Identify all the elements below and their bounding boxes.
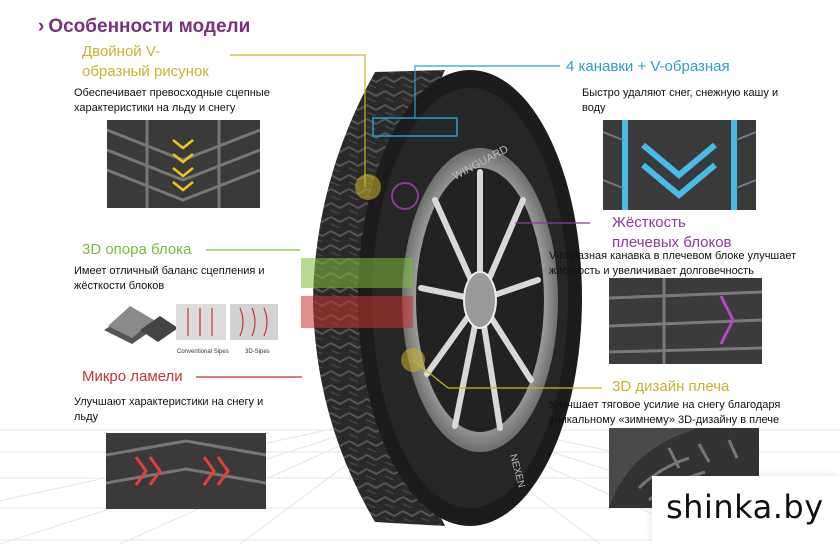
feature-shoulder-3d-description: Улучшает тяговое усилие на снегу благода…: [549, 399, 781, 426]
feature-v-pattern-description: Обеспечивает превосходные сцепные характ…: [74, 87, 270, 114]
3d-sipes-caption: 3D-Sipes: [245, 349, 270, 355]
feature-v-pattern-title-line2: образный рисунок: [82, 63, 209, 80]
conventional-sipes-caption: Conventional Sipes: [177, 349, 229, 355]
feature-grooves-image: [603, 120, 756, 210]
feature-shoulder-stiffness-title-line2: плечевых блоков: [612, 234, 732, 251]
page-title: ›Особенности модели: [38, 16, 250, 38]
feature-shoulder-stiffness-title: Жёсткость плечевых блоков: [612, 213, 732, 253]
feature-shoulder-stiffness-description: V-образная канавка в плечевом блоке улуч…: [549, 250, 797, 277]
feature-v-pattern-image: [107, 120, 260, 208]
feature-block-support-description: Имеет отличный баланс сцепления и жёстко…: [74, 265, 265, 292]
feature-v-pattern-title: Двойной V- образный рисунок: [82, 42, 209, 82]
chevron-right-icon: ›: [38, 16, 45, 37]
page-title-text: Особенности модели: [48, 16, 251, 37]
feature-shoulder-stiffness-image: [609, 278, 762, 364]
feature-block-support-image: [100, 300, 280, 350]
site-logo-text: shinka.by: [666, 488, 824, 526]
feature-block-support-title: 3D опора блока: [82, 241, 192, 258]
site-logo[interactable]: shinka.by: [652, 476, 840, 544]
feature-shoulder-stiffness-title-line1: Жёсткость: [612, 214, 686, 231]
feature-micro-sipes-title: Микро ламели: [82, 368, 183, 385]
feature-micro-sipes-description: Улучшают характеристики на снегу и льду: [74, 396, 264, 423]
tire-image: WINGUARD NEXEN: [301, 70, 582, 526]
feature-v-pattern-title-line1: Двойной V-: [82, 43, 161, 60]
feature-shoulder-3d-title: 3D дизайн плеча: [612, 378, 730, 395]
feature-micro-sipes-image: [106, 433, 266, 509]
feature-grooves-title: 4 канавки + V-образная: [566, 58, 730, 75]
feature-grooves-description: Быстро удаляют снег, снежную кашу и воду: [582, 87, 779, 114]
